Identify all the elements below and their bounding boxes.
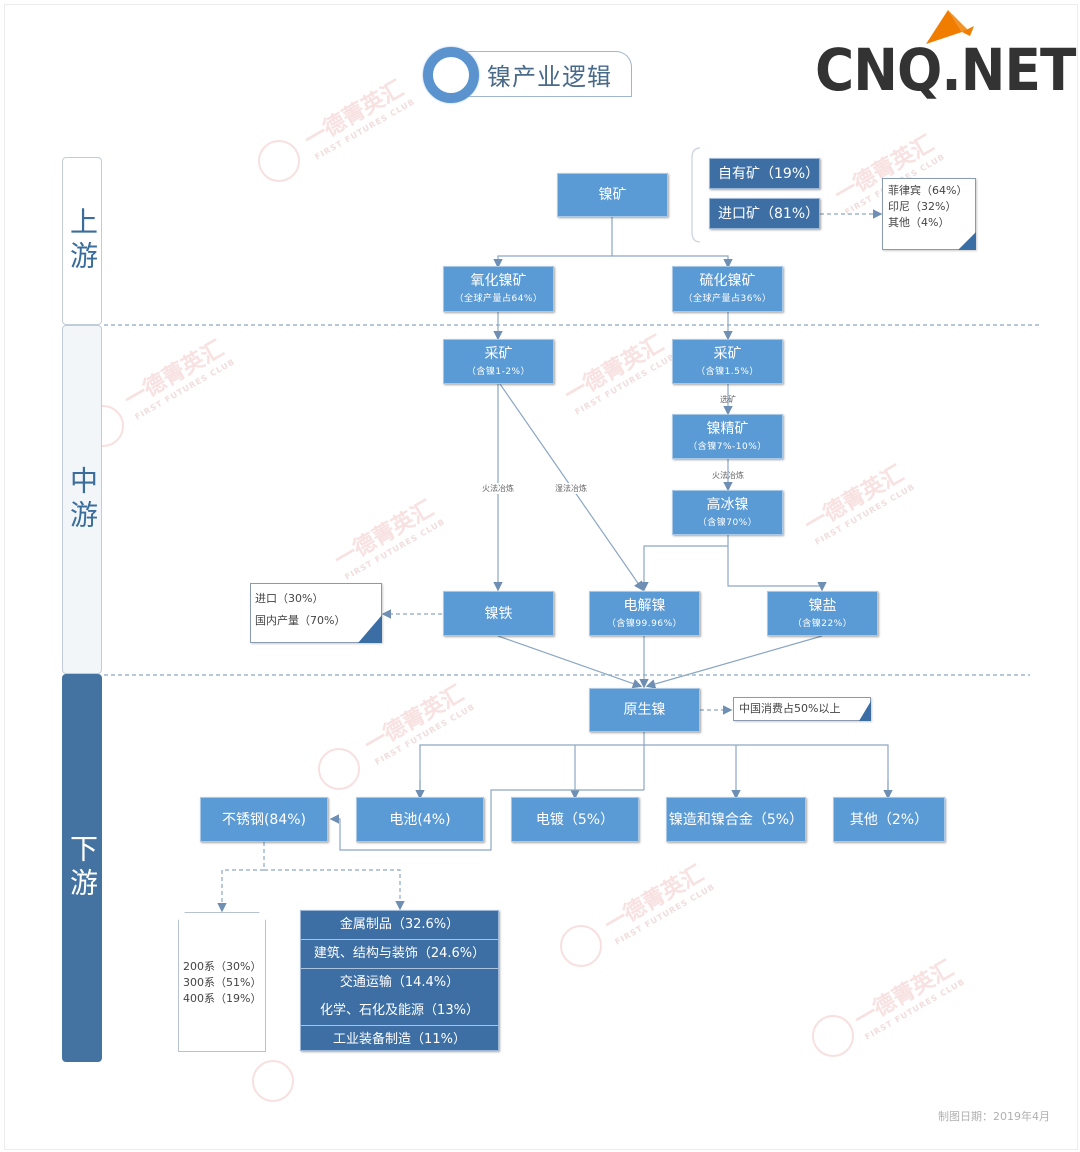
page-fold-icon — [958, 232, 976, 250]
note-china-consumption: 中国消费占50%以上 — [733, 697, 871, 721]
page-fold-icon — [358, 615, 382, 643]
node-use-battery[interactable]: 电池(4%) — [356, 797, 484, 842]
node-import-mine[interactable]: 进口矿（81%） — [709, 198, 820, 229]
application-row: 金属制品（32.6%） — [301, 911, 498, 940]
watermark-logo-icon — [812, 1015, 854, 1057]
cnq-logo: CNQ.NET — [815, 8, 1077, 103]
label-beneficiation: 选矿 — [720, 395, 736, 404]
node-concentrate[interactable]: 镍精矿（含镍7%-10%） — [672, 414, 783, 459]
edge-salt-primary — [645, 635, 823, 689]
node-use-alloy[interactable]: 镍造和镍合金（5%） — [666, 797, 806, 842]
node-primary-nickel[interactable]: 原生镍 — [589, 688, 700, 732]
node-use-stainless[interactable]: 不锈钢(84%) — [200, 797, 328, 842]
watermark-logo-icon — [258, 140, 300, 182]
application-row: 工业装备制造（11%） — [333, 1032, 466, 1047]
node-mining-oxide[interactable]: 采矿（含镍1-2%） — [443, 339, 554, 384]
edge-ferronickel-primary — [497, 635, 643, 689]
edge-matte-salt — [727, 546, 827, 592]
page-title: 镍产业逻辑 — [423, 47, 633, 103]
origami-bird-icon — [926, 10, 974, 44]
node-nickel-ore[interactable]: 镍矿 — [557, 173, 668, 217]
stage-downstream: 下游 — [62, 674, 102, 1062]
watermark-logo-icon — [252, 1060, 294, 1102]
note-stainless-series: 200系（30%） 300系（51%） 400系（19%） — [178, 912, 266, 1052]
edge-matte-electrolytic — [639, 535, 729, 592]
edge-ore-split — [612, 255, 733, 269]
node-ferronickel[interactable]: 镍铁 — [443, 591, 554, 636]
node-electrolytic-nickel[interactable]: 电解镍（含镍99.96%） — [589, 591, 700, 636]
node-sulfide-ore[interactable]: 硫化镍矿（全球产量占36%） — [672, 266, 783, 312]
node-nickel-matte[interactable]: 高冰镍（含镍70%） — [672, 490, 783, 535]
ore-source-bracket — [691, 147, 701, 243]
title-circle-icon — [423, 47, 479, 103]
application-row: 建筑、结构与装饰（24.6%） — [301, 940, 498, 969]
node-nickel-salt[interactable]: 镍盐（含镍22%） — [767, 591, 878, 636]
node-oxide-ore[interactable]: 氧化镍矿（全球产量占64%） — [443, 266, 554, 312]
stage-upstream: 上游 — [62, 157, 102, 325]
watermark-logo-icon — [560, 925, 602, 967]
node-use-plating[interactable]: 电镀（5%） — [511, 797, 639, 842]
stage-midstream: 中游 — [62, 325, 102, 674]
page-fold-icon — [859, 701, 871, 721]
stainless-applications-table: 金属制品（32.6%） 建筑、结构与装饰（24.6%） 交通运输（14.4%） … — [300, 910, 499, 1051]
page-frame — [4, 4, 1078, 1150]
edge-stainless-apps — [264, 869, 405, 911]
footer-date: 制图日期：2019年4月 — [938, 1110, 1050, 1123]
edge-ore-split — [493, 216, 613, 269]
application-row: 交通运输（14.4%） — [339, 975, 460, 990]
node-mining-sulfide[interactable]: 采矿（含镍1.5%） — [672, 339, 783, 384]
note-import-sources: 菲律宾（64%） 印尼（32%） 其他（4%） — [882, 178, 976, 250]
watermark-logo-icon — [318, 748, 360, 790]
node-use-other[interactable]: 其他（2%） — [833, 797, 945, 842]
note-ferronickel-supply: 进口（30%） 国内产量（70%） — [250, 583, 382, 643]
label-pyro-smelting: 火法冶炼 — [482, 483, 514, 494]
edge-use-stainless — [329, 789, 644, 851]
edge-distribution — [419, 744, 889, 796]
edge-stainless-series — [217, 869, 264, 913]
application-row: 化学、石化及能源（13%） — [301, 997, 498, 1026]
node-own-mine[interactable]: 自有矿（19%） — [709, 158, 820, 189]
label-hydro-smelting: 湿法冶炼 — [555, 483, 587, 494]
label-pyro-smelting: 火法冶炼 — [712, 471, 744, 480]
